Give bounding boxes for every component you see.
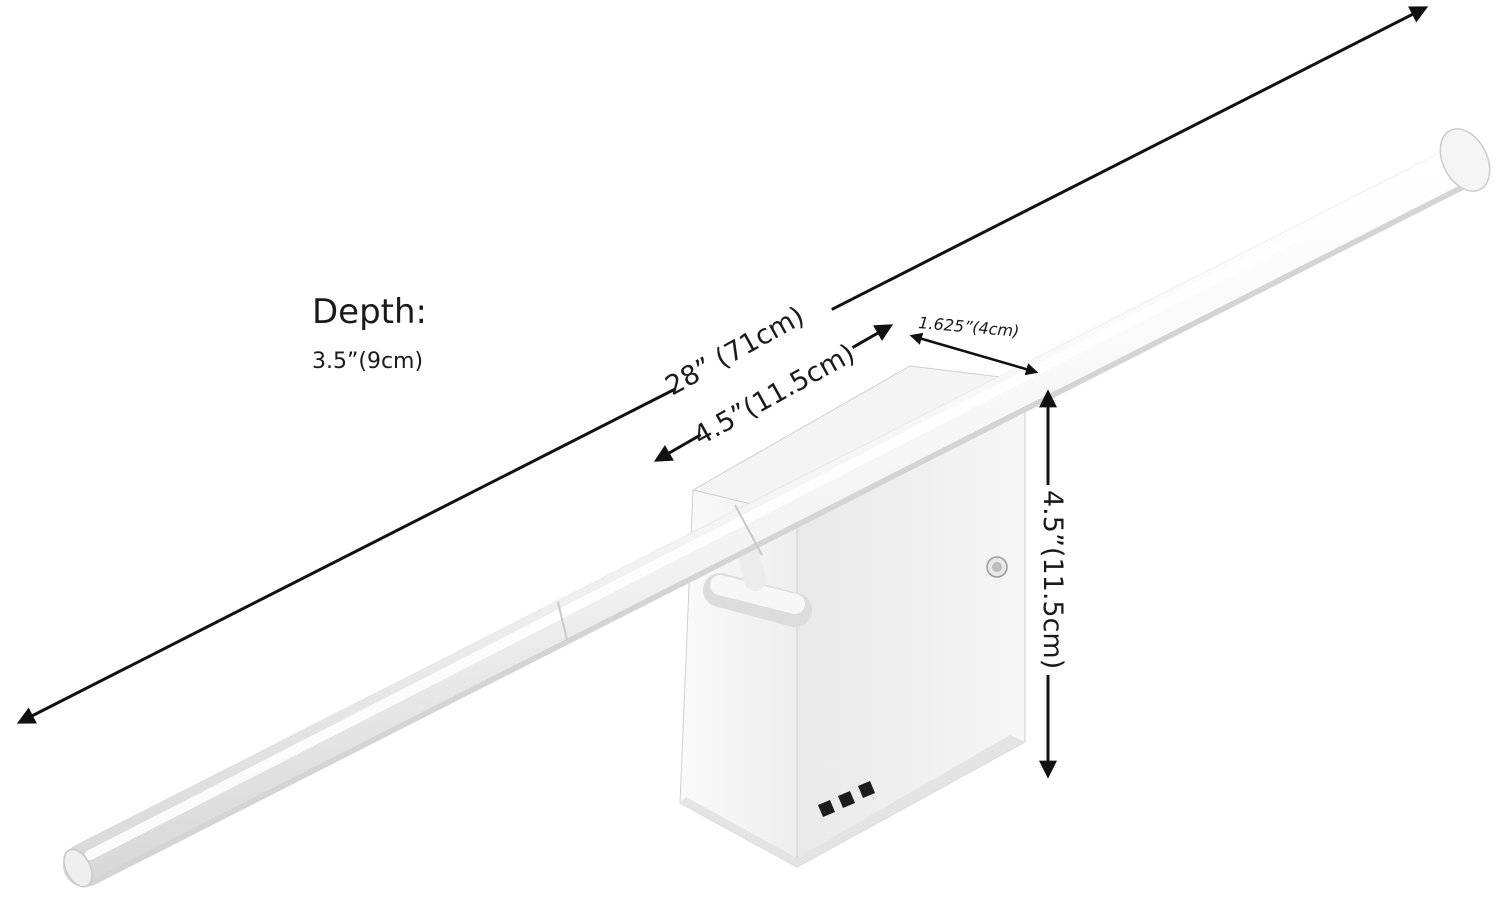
depth-title: Depth: [312, 292, 427, 332]
bar-diameter-label: 1.625”(4cm) [918, 313, 1020, 341]
plate-height-label: 4.5”(11.5cm) [1037, 490, 1068, 669]
bar-diameter-arrow [909, 332, 1039, 376]
bar-end-cap-left [63, 848, 93, 888]
wall-plate-bottom-face [680, 735, 1025, 867]
wall-plate [679, 365, 1027, 868]
screw-icon [986, 556, 1008, 578]
depth-value: 3.5”(9cm) [312, 349, 423, 374]
vent-slots-icon [818, 781, 875, 817]
bar-end-cap-right [1439, 128, 1491, 192]
